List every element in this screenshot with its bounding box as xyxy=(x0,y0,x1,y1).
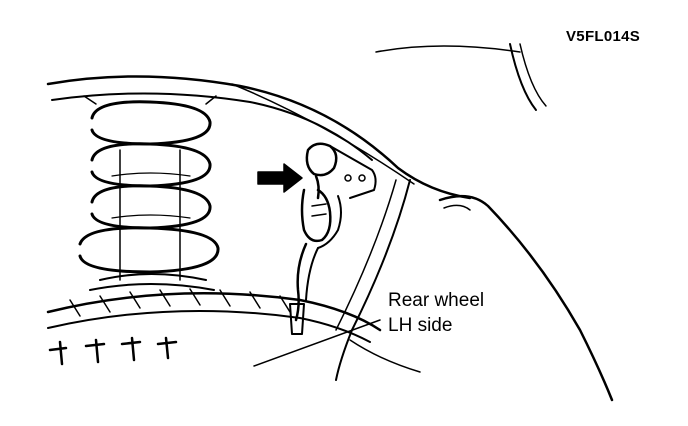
callout-line-1: Rear wheel xyxy=(388,290,485,311)
sensor-harness xyxy=(289,142,377,335)
callout-label: Rear wheel LH side xyxy=(388,288,484,338)
coil-spring xyxy=(78,95,220,291)
callout-leader-line xyxy=(253,319,381,367)
figure-reference-code: V5FL014S xyxy=(566,28,641,45)
tire-tread xyxy=(46,288,382,366)
arrow-right-icon xyxy=(257,163,303,193)
callout-line-2: LH side xyxy=(388,315,453,336)
wheel-arch-outline xyxy=(46,43,614,402)
